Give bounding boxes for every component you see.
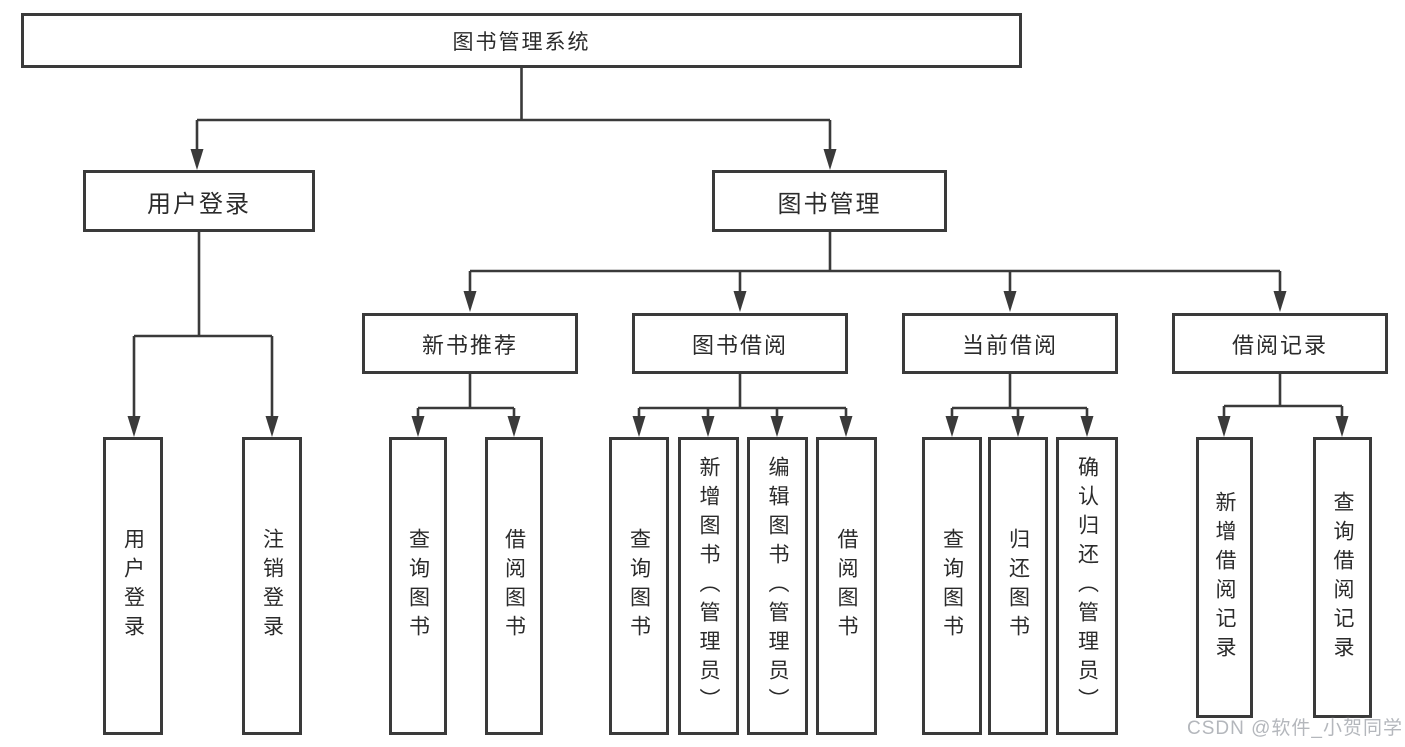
node-leaf-query-borrow-record-label: 查询借阅记录 [1331,490,1355,665]
node-leaf-user-login-label: 用户登录 [121,528,145,644]
arrow-down-icon [632,416,646,437]
node-leaf-query-book-recommend-label: 查询图书 [406,528,430,644]
arrow-down-icon [265,416,279,437]
node-root: 图书管理系统 [21,13,1022,68]
node-current-borrowing: 当前借阅 [902,313,1118,374]
arrow-down-icon [507,416,521,437]
arrow-down-icon [945,416,959,437]
node-book-borrowing-label: 图书借阅 [691,332,788,358]
node-leaf-user-login: 用户登录 [103,437,163,735]
arrow-down-icon [733,291,747,312]
node-leaf-borrow-book-recommend-label: 借阅图书 [502,528,526,644]
node-new-book-recommend: 新书推荐 [362,313,578,374]
node-leaf-edit-book: 编辑图书（管理员） [747,437,808,735]
arrow-down-icon [1273,291,1287,312]
node-leaf-query-borrow-record: 查询借阅记录 [1313,437,1372,718]
node-user-login-label: 用户登录 [147,190,251,218]
node-book-management-label: 图书管理 [777,190,882,218]
arrow-down-icon [1080,416,1094,437]
arrow-down-icon [823,149,837,170]
node-leaf-add-book-label: 新增图书（管理员） [697,455,721,717]
node-leaf-borrow-book-borrowing: 借阅图书 [816,437,877,735]
node-user-login: 用户登录 [83,170,315,232]
arrow-down-icon [839,416,853,437]
node-leaf-edit-book-label: 编辑图书（管理员） [766,455,790,717]
node-leaf-query-book-current: 查询图书 [922,437,982,735]
node-leaf-query-book-borrowing-label: 查询图书 [627,528,651,644]
node-borrowing-records: 借阅记录 [1172,313,1388,374]
node-leaf-borrow-book-borrowing-label: 借阅图书 [835,528,859,644]
arrow-down-icon [1335,416,1349,437]
tree-edges [132,68,1344,417]
arrow-down-icon [1217,416,1231,437]
node-leaf-query-book-current-label: 查询图书 [940,528,964,644]
node-book-management: 图书管理 [712,170,947,232]
node-leaf-add-borrow-record: 新增借阅记录 [1196,437,1253,718]
arrow-down-icon [411,416,425,437]
node-leaf-add-borrow-record-label: 新增借阅记录 [1213,490,1237,665]
arrow-down-icon [127,416,141,437]
node-leaf-return-book-label: 归还图书 [1006,528,1030,644]
node-root-label: 图书管理系统 [452,30,591,54]
arrow-down-icon [190,149,204,170]
arrow-down-icon [1011,416,1025,437]
node-book-borrowing: 图书借阅 [632,313,848,374]
node-leaf-return-book: 归还图书 [988,437,1048,735]
node-leaf-confirm-return: 确认归还（管理员） [1056,437,1118,735]
node-new-book-recommend-label: 新书推荐 [421,332,518,358]
csdn-watermark: CSDN @软件_小贺同学 [1187,718,1403,739]
node-leaf-confirm-return-label: 确认归还（管理员） [1075,455,1099,717]
arrow-down-icon [701,416,715,437]
arrow-down-icon [770,416,784,437]
node-current-borrowing-label: 当前借阅 [961,332,1058,358]
arrow-down-icon [1003,291,1017,312]
node-leaf-borrow-book-recommend: 借阅图书 [485,437,543,735]
node-borrowing-records-label: 借阅记录 [1231,332,1328,358]
node-leaf-add-book: 新增图书（管理员） [678,437,739,735]
node-leaf-query-book-borrowing: 查询图书 [609,437,669,735]
node-leaf-query-book-recommend: 查询图书 [389,437,447,735]
arrow-down-icon [463,291,477,312]
node-leaf-logout: 注销登录 [242,437,302,735]
node-leaf-logout-label: 注销登录 [260,528,284,644]
